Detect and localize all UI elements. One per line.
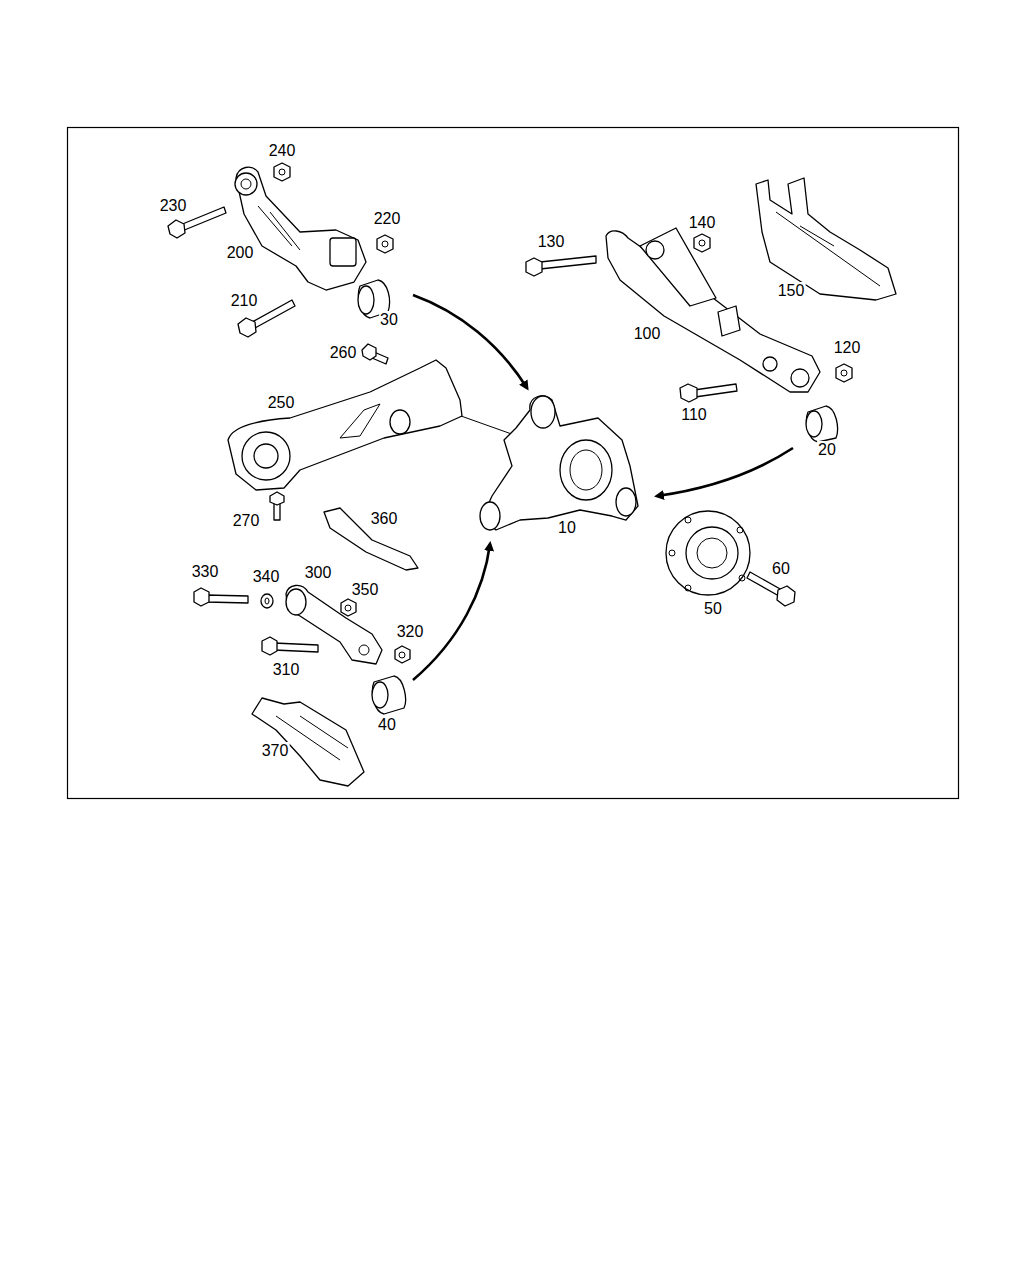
callout-number: 200 — [226, 244, 255, 262]
callout-number: 60 — [771, 560, 791, 578]
callout-number: 370 — [261, 742, 290, 760]
callout-number: 130 — [537, 233, 566, 251]
callout-number: 30 — [379, 311, 399, 329]
callout-number: 330 — [191, 563, 220, 581]
callout-number: 360 — [370, 510, 399, 528]
callout-number: 120 — [833, 339, 862, 357]
callout-number: 240 — [268, 142, 297, 160]
callout-number: 110 — [680, 406, 708, 424]
callout-number: 40 — [377, 716, 397, 734]
callout-number: 10 — [557, 519, 577, 537]
callout-number: 140 — [688, 214, 717, 232]
callout-number: 250 — [267, 394, 296, 412]
callout-number: 150 — [777, 282, 806, 300]
callout-number: 310 — [272, 661, 301, 679]
callout-number: 320 — [396, 623, 425, 641]
callout-number: 300 — [304, 564, 333, 582]
callout-number: 220 — [373, 210, 402, 228]
callout-number: 350 — [351, 581, 380, 599]
callout-number: 210 — [230, 292, 259, 310]
callout-number: 270 — [232, 512, 261, 530]
callout-number: 100 — [633, 325, 662, 343]
callout-number: 260 — [329, 344, 358, 362]
callout-number: 50 — [703, 600, 723, 618]
callout-number: 340 — [252, 568, 281, 586]
callout-number: 20 — [817, 441, 837, 459]
callout-number: 230 — [159, 197, 188, 215]
